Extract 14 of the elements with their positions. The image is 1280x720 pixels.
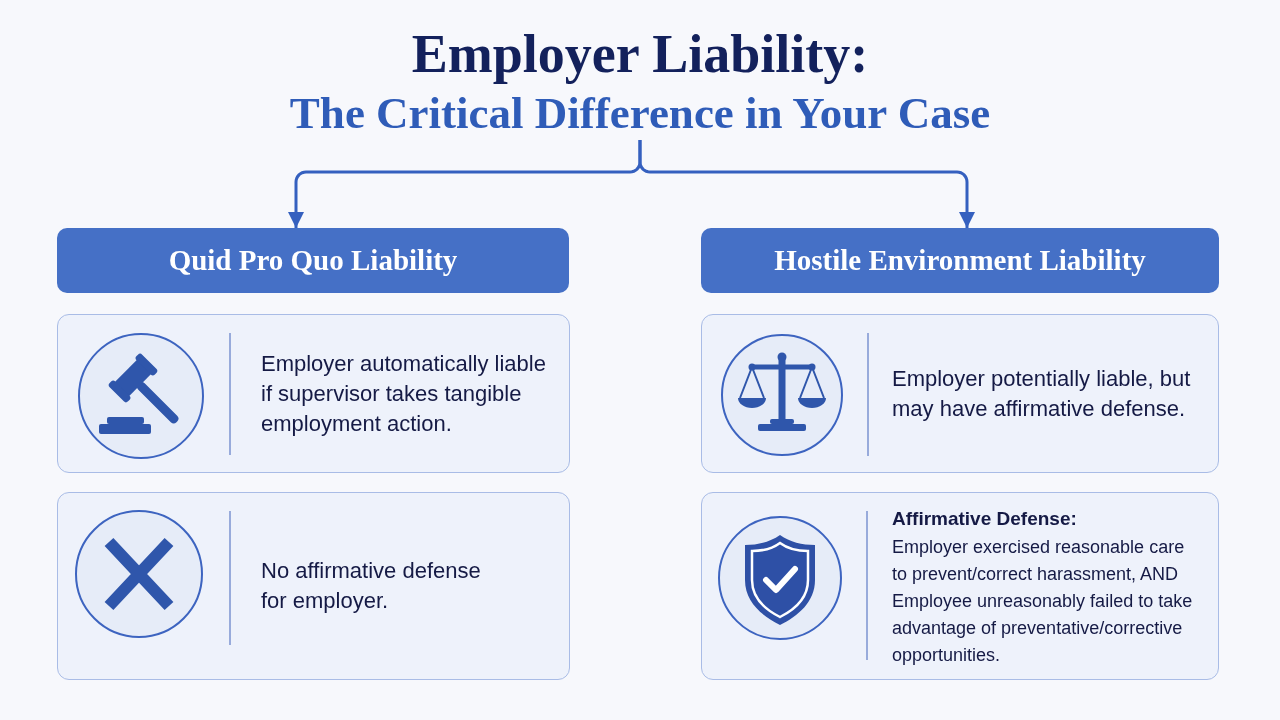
info-card: [57, 314, 570, 473]
card-text: No affirmative defense for employer.: [261, 557, 482, 615]
card-text: Employer potentially liable, but may have affirmative defense.: [892, 364, 1192, 423]
card-text: Employer exercised reasonable care to prevent/correct harassment, AND Employee unreasonably failed to take advantage of preventative/corrective opportunities.: [892, 535, 1194, 667]
info-card: [57, 492, 570, 680]
subtitle: The Critical Difference in Your Case: [289, 86, 991, 140]
info-card: [701, 492, 1219, 680]
section-header: Hostile Environment Liability: [701, 228, 1219, 293]
arrow: [638, 140, 975, 228]
info-card: [701, 314, 1219, 473]
card-heading: Affirmative Defense:: [892, 506, 1077, 531]
section-header: Quid Pro Quo Liability: [57, 228, 569, 293]
title: Employer Liability:: [411, 23, 869, 86]
card-text: Employer automatically liable if supervisor takes tangible employment action.: [261, 349, 547, 438]
